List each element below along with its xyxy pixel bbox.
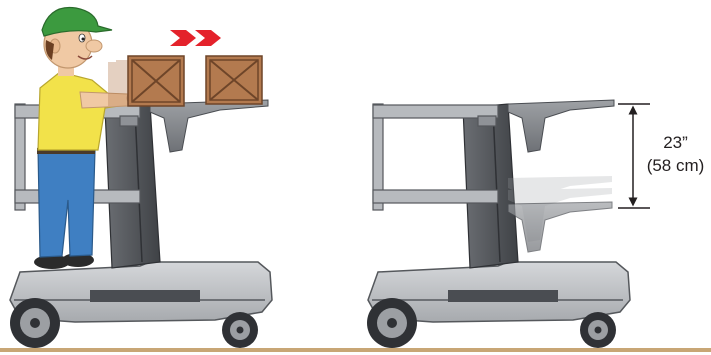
left-cart-rear-wheel: [10, 298, 60, 348]
box-target: [206, 56, 262, 104]
floor-line: [0, 348, 711, 352]
left-cart-tray: [150, 100, 268, 152]
right-cart-front-wheel: [580, 312, 616, 348]
left-cart-front-wheel: [222, 312, 258, 348]
right-cart: [367, 100, 630, 348]
worker-jeans: [38, 148, 95, 257]
left-cart-mast: [105, 104, 160, 268]
right-cart-tray-lowered: [508, 202, 612, 252]
height-label-imperial: 23”: [640, 132, 711, 154]
box-moving: [128, 56, 184, 106]
height-label-metric: (58 cm): [640, 155, 711, 177]
right-cart-tray-raised: [508, 100, 614, 152]
double-chevron-right-icon: [170, 30, 221, 46]
right-cart-rear-wheel: [367, 298, 417, 348]
